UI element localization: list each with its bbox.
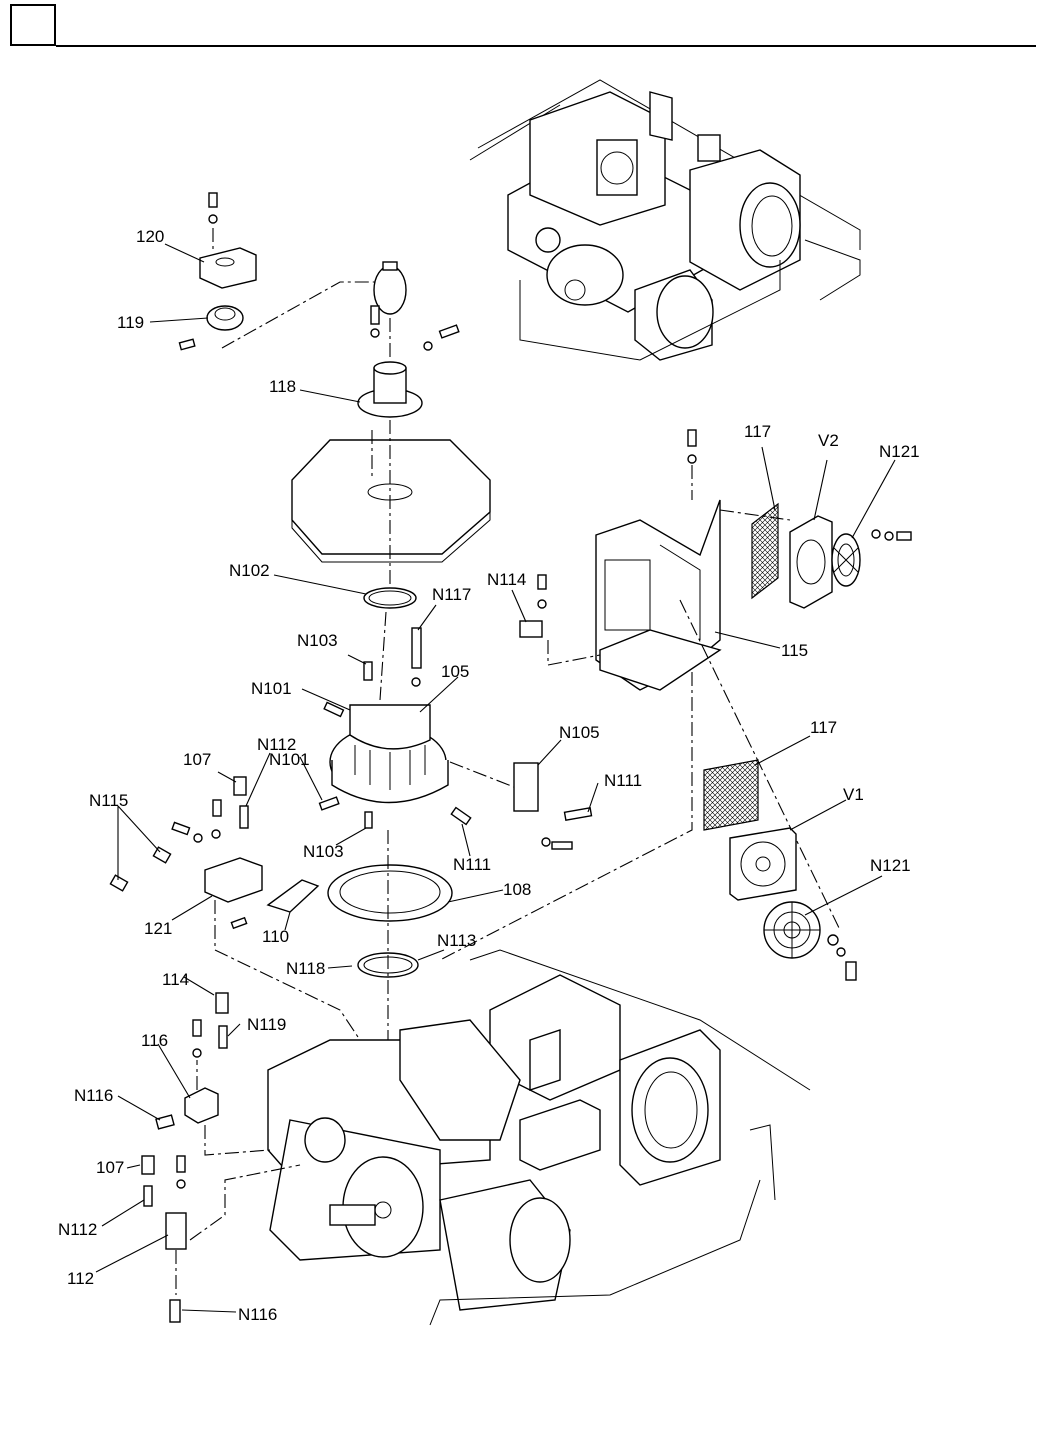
- flange-118: [358, 362, 422, 417]
- fan-guard-n121-upper: [832, 534, 860, 586]
- callout-n103-lower: N103: [303, 842, 344, 861]
- callout-n121-lower: N121: [870, 856, 911, 875]
- callout-114: 114: [162, 970, 189, 989]
- callout-121: 121: [144, 919, 172, 938]
- callout-v1: V1: [843, 785, 864, 804]
- callout-105: 105: [441, 662, 469, 681]
- callout-108: 108: [503, 880, 531, 899]
- callout-n117: N117: [432, 585, 471, 604]
- callout-n121-upper: N121: [879, 442, 920, 461]
- sensor-n105: [514, 763, 591, 849]
- callout-n102: N102: [229, 561, 270, 580]
- callout-115: 115: [781, 641, 808, 660]
- ring-108: [328, 865, 452, 921]
- callout-n105: N105: [559, 723, 600, 742]
- callout-107-lower: 107: [96, 1158, 124, 1177]
- callout-n112-lower: N112: [58, 1220, 97, 1239]
- collar-119: [179, 306, 243, 350]
- callout-n114: N114: [487, 570, 526, 589]
- callout-n111-left: N111: [453, 855, 491, 874]
- callout-117-lower: 117: [810, 718, 837, 737]
- fan-v1: [730, 828, 796, 900]
- callout-112: 112: [67, 1269, 94, 1288]
- overview-machine-inset: [470, 80, 860, 360]
- turret-105: [330, 705, 448, 803]
- callout-116: 116: [141, 1031, 168, 1050]
- callout-107-upper: 107: [183, 750, 211, 769]
- callout-119: 119: [117, 313, 144, 332]
- callout-n115: N115: [89, 791, 128, 810]
- callout-118: 118: [269, 377, 296, 396]
- bracket-120: [200, 193, 256, 288]
- callout-n118: N118: [286, 959, 325, 978]
- callout-n101-upper: N101: [251, 679, 292, 698]
- callout-110: 110: [262, 927, 289, 946]
- block-116: [185, 1088, 218, 1123]
- callout-n116-lower: N116: [238, 1305, 277, 1324]
- callout-120: 120: [136, 227, 164, 246]
- block-112: [166, 1213, 186, 1249]
- callout-n101-lower: N101: [269, 750, 310, 769]
- fan-guard-n121-lower: [764, 902, 820, 958]
- callout-v2: V2: [818, 431, 839, 450]
- fan-housing-115: [596, 500, 720, 690]
- callout-n116-upper: N116: [74, 1086, 113, 1105]
- callout-n113: N113: [437, 931, 476, 950]
- lever-110: [268, 880, 318, 912]
- callout-117-upper: 117: [744, 422, 771, 441]
- block-121: [205, 858, 262, 902]
- callout-n103-upper: N103: [297, 631, 338, 650]
- callout-n111-right: N111: [604, 771, 642, 790]
- octagonal-plate: [292, 440, 490, 562]
- leader-lines: [96, 244, 895, 1312]
- base-machine: [268, 950, 810, 1325]
- fan-v2: [790, 516, 832, 608]
- callout-n119: N119: [247, 1015, 286, 1034]
